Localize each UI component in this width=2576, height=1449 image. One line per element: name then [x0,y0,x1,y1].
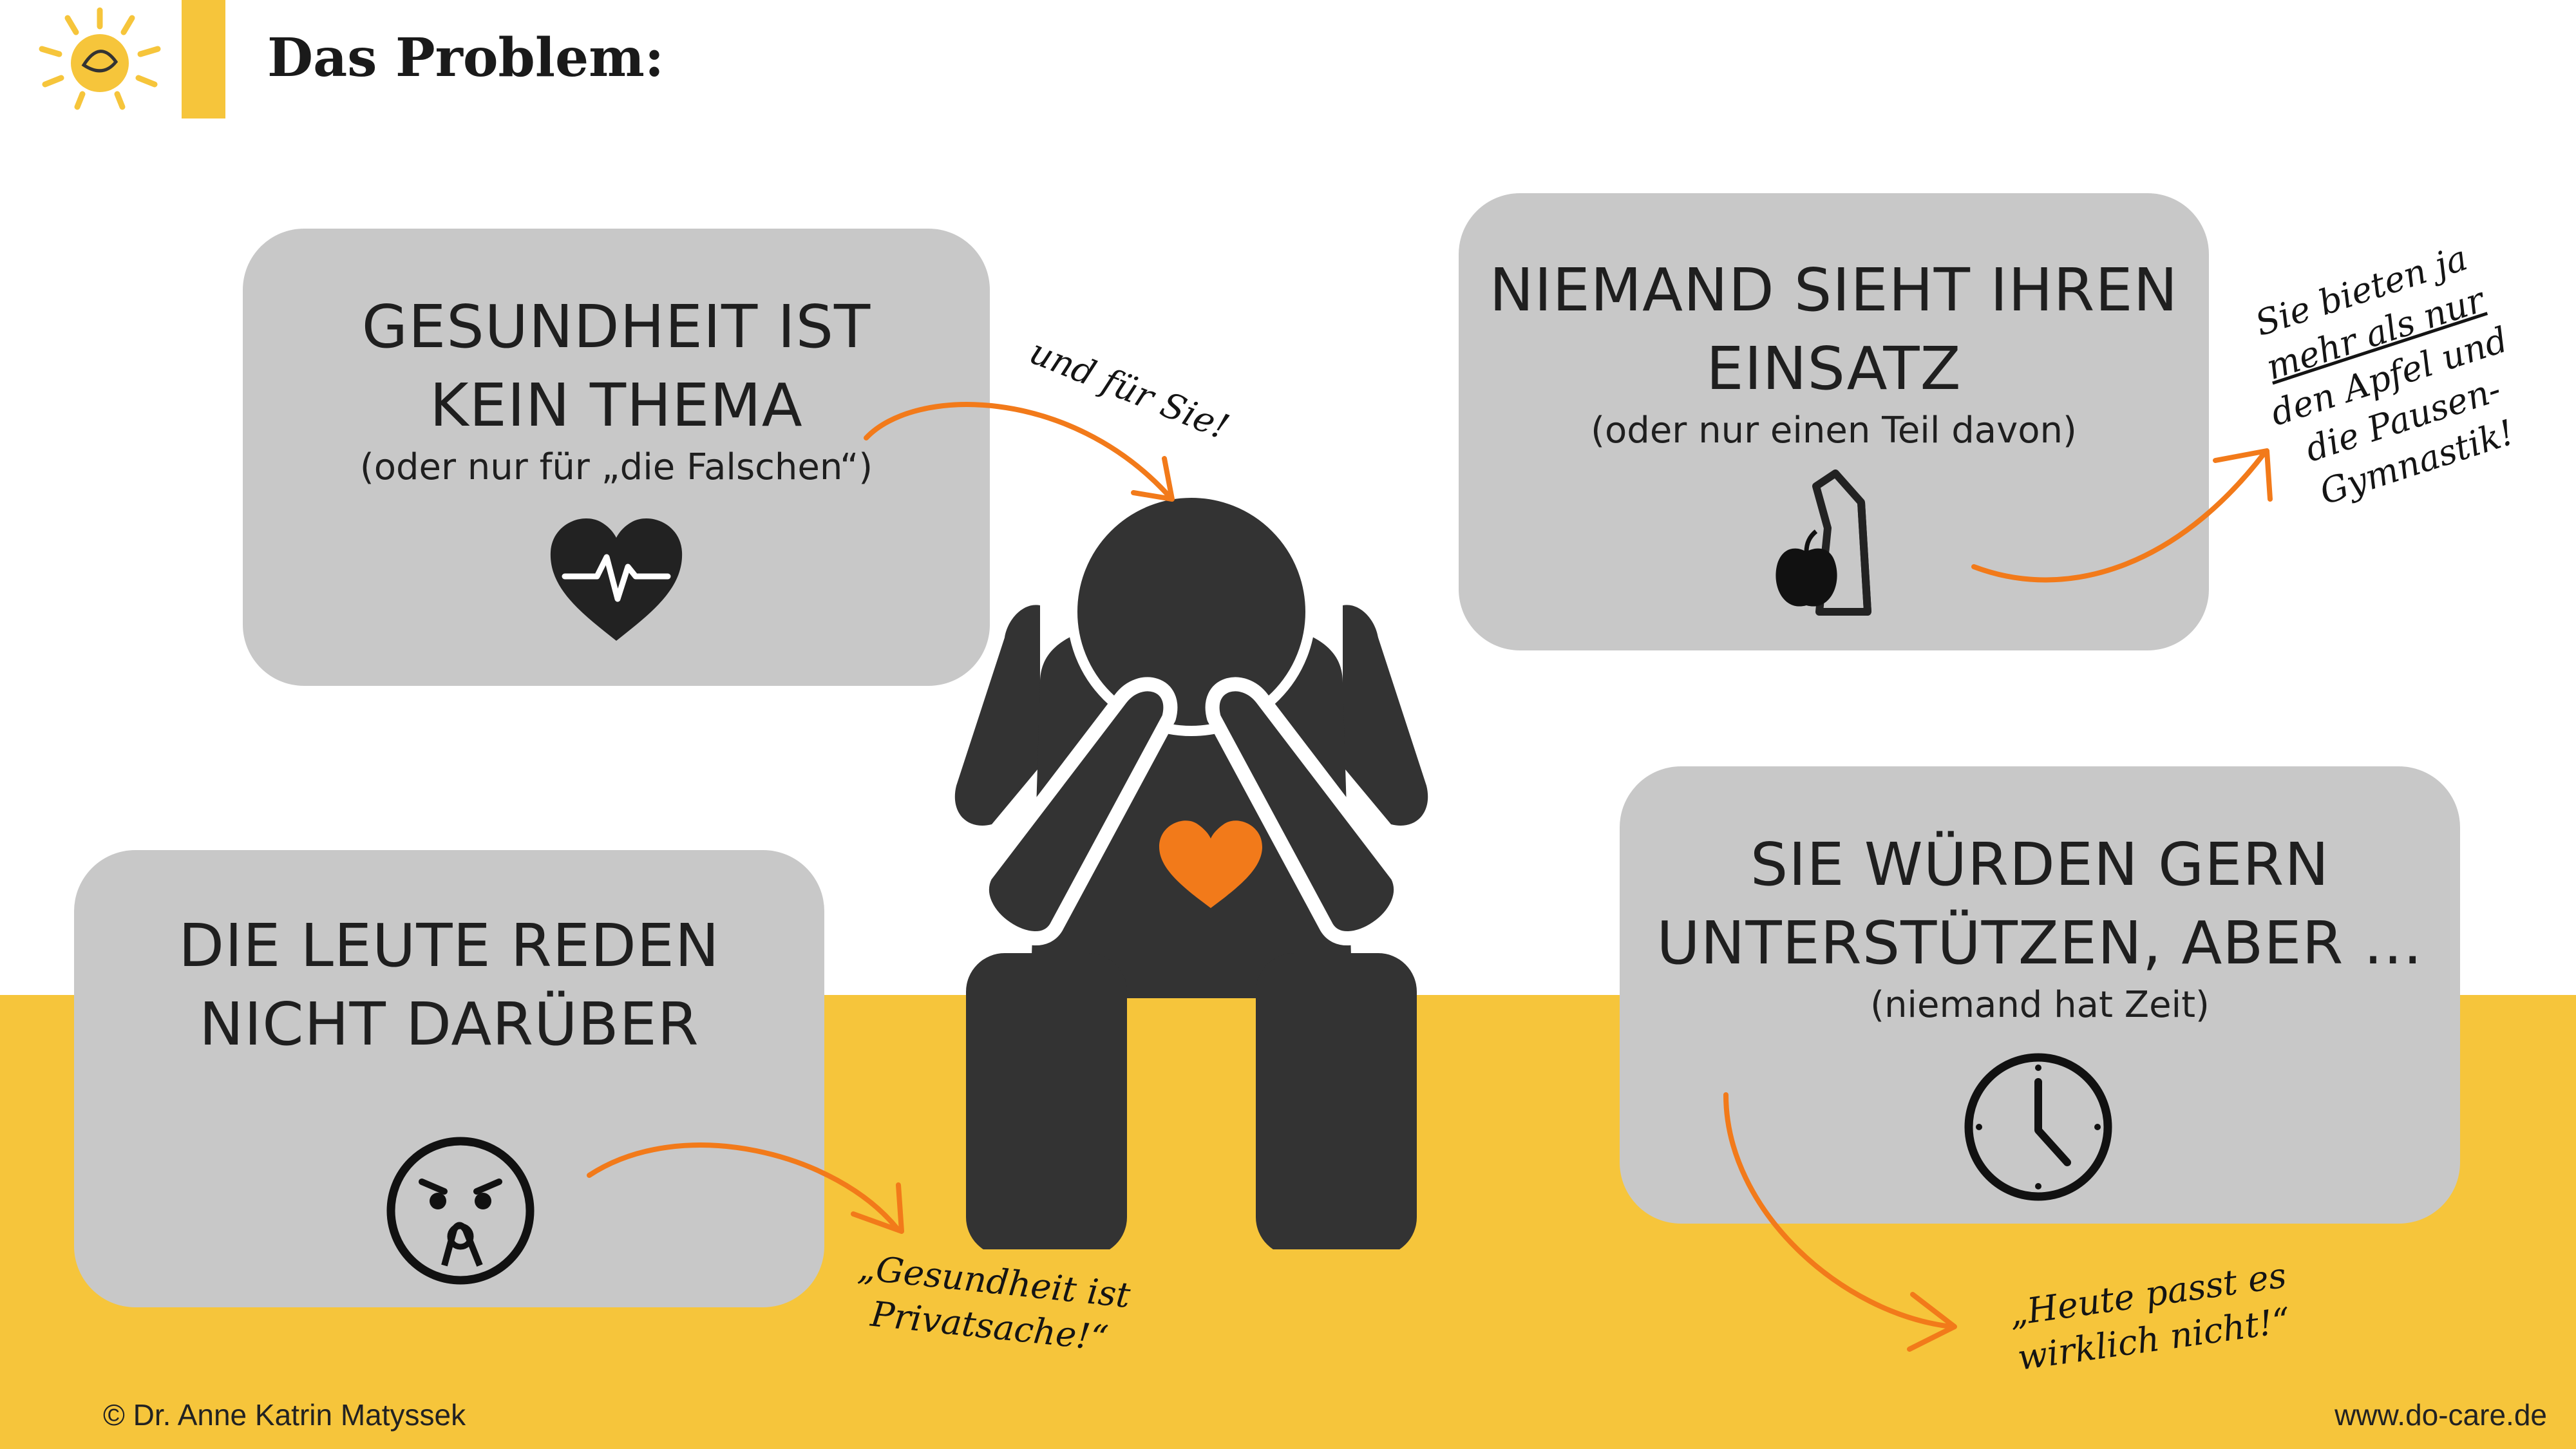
copyright-text: © Dr. Anne Katrin Matyssek [103,1398,466,1432]
card-talk-heading-line1: DIE LEUTE REDEN [178,911,720,980]
distressed-person-figure [954,489,1428,1249]
card-health-not-topic: GESUNDHEIT IST KEIN THEMA (oder nur für … [243,229,990,686]
card-talk-heading-line2: NICHT DARÜBER [199,990,699,1059]
orange-heart-icon [1159,820,1262,908]
card-nobody-heading-line1: NIEMAND SIEHT IHREN [1489,256,2179,325]
card-support-heading-line2: UNTERSTÜTZEN, ABER … [1656,909,2423,978]
sun-logo-icon [39,7,161,110]
clock-icon [1964,1053,2112,1201]
card-health-heading-line2: KEIN THEMA [430,371,803,440]
card-nobody-sees-effort: NIEMAND SIEHT IHREN EINSATZ (oder nur ei… [1459,193,2209,650]
card-people-dont-talk: DIE LEUTE REDEN NICHT DARÜBER [74,850,824,1307]
shushing-face-icon [386,1137,535,1285]
note-more-than-apple: Sie bieten ja mehr als nur den Apfel und… [2226,228,2553,526]
card-nobody-heading-line2: EINSATZ [1706,334,1962,403]
website-link[interactable]: www.do-care.de [2334,1398,2547,1432]
page-title: Das Problem: [267,27,665,89]
card-support-subtitle: (niemand hat Zeit) [1870,984,2210,1026]
note-for-you: und für Sie! [1024,331,1235,448]
card-health-heading-line1: GESUNDHEIT IST [361,292,871,361]
apple-bag-icon [1776,469,1871,616]
card-nobody-subtitle: (oder nur einen Teil davon) [1591,410,2077,451]
header-accent-bar [182,0,225,118]
card-would-like-to-support: SIE WÜRDEN GERN UNTERSTÜTZEN, ABER … (ni… [1620,766,2460,1224]
heartbeat-icon [550,518,683,641]
card-support-heading-line1: SIE WÜRDEN GERN [1750,830,2330,899]
card-health-subtitle: (oder nur für „die Falschen“) [359,446,873,488]
